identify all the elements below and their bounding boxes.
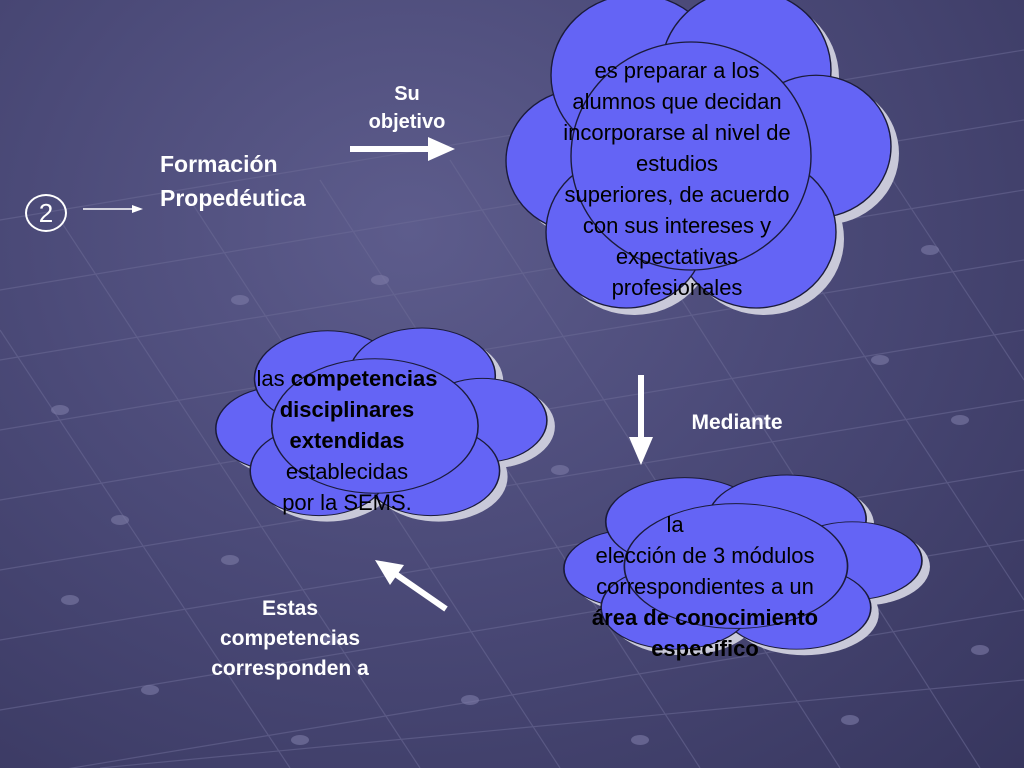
label-su: Su [394, 83, 420, 105]
arrow-down-mediante [629, 375, 653, 465]
objective-line-6: con sus intereses y [582, 213, 772, 238]
objective-line-2: alumnos que decidan [572, 89, 782, 114]
objective-line-1: es preparar a los [594, 58, 760, 83]
modulos-line-3: correspondientes a un [596, 574, 814, 599]
title-formacion-propedeutica: Formación Propedéutica [160, 147, 306, 215]
estas-line-2: competencias [219, 627, 361, 650]
label-estas-competencias: Estas competencias corresponden a [180, 594, 400, 684]
cloud-modulos-text: la elección de 3 módulos correspondiente… [560, 509, 850, 664]
objective-line-7: expectativas [615, 244, 739, 269]
competencias-prefix: las [256, 366, 291, 391]
arrow-right-objetivo [350, 137, 455, 161]
title-line-2: Propedéutica [160, 185, 306, 211]
step-number-badge: 2 [25, 194, 67, 232]
competencias-line-1: las competencias [222, 363, 472, 394]
modulos-line-4: área de conocimiento [591, 605, 819, 630]
arrow-diagonal-estas [375, 560, 448, 612]
objective-line-3: incorporarse al nivel de [563, 120, 791, 145]
cloud-competencias-text: las competencias disciplinares extendida… [222, 363, 472, 518]
estas-line-3: corresponden a [211, 657, 369, 680]
modulos-line-2: elección de 3 módulos [595, 543, 815, 568]
competencias-line-3: extendidas [289, 428, 405, 453]
competencias-line-5: por la SEMS. [282, 490, 412, 515]
cloud-objective-text: es preparar a los alumnos que decidan in… [526, 55, 828, 303]
arrow-to-title [83, 205, 143, 213]
competencias-line-4: establecidas [285, 459, 409, 484]
label-su-objetivo: Su objetivo [350, 80, 464, 136]
modulos-line-1: la [666, 512, 684, 537]
objective-line-4: estudios [636, 151, 718, 176]
objective-line-5: superiores, de acuerdo [564, 182, 790, 207]
label-objetivo: objetivo [368, 111, 446, 133]
title-line-1: Formación [160, 151, 278, 177]
modulos-line-5: específico [651, 636, 759, 661]
objective-line-8: profesionales [611, 275, 743, 300]
competencias-bold: competencias [290, 366, 438, 391]
competencias-line-2: disciplinares [279, 397, 415, 422]
estas-line-1: Estas [261, 597, 319, 620]
label-mediante: Mediante [691, 411, 783, 434]
